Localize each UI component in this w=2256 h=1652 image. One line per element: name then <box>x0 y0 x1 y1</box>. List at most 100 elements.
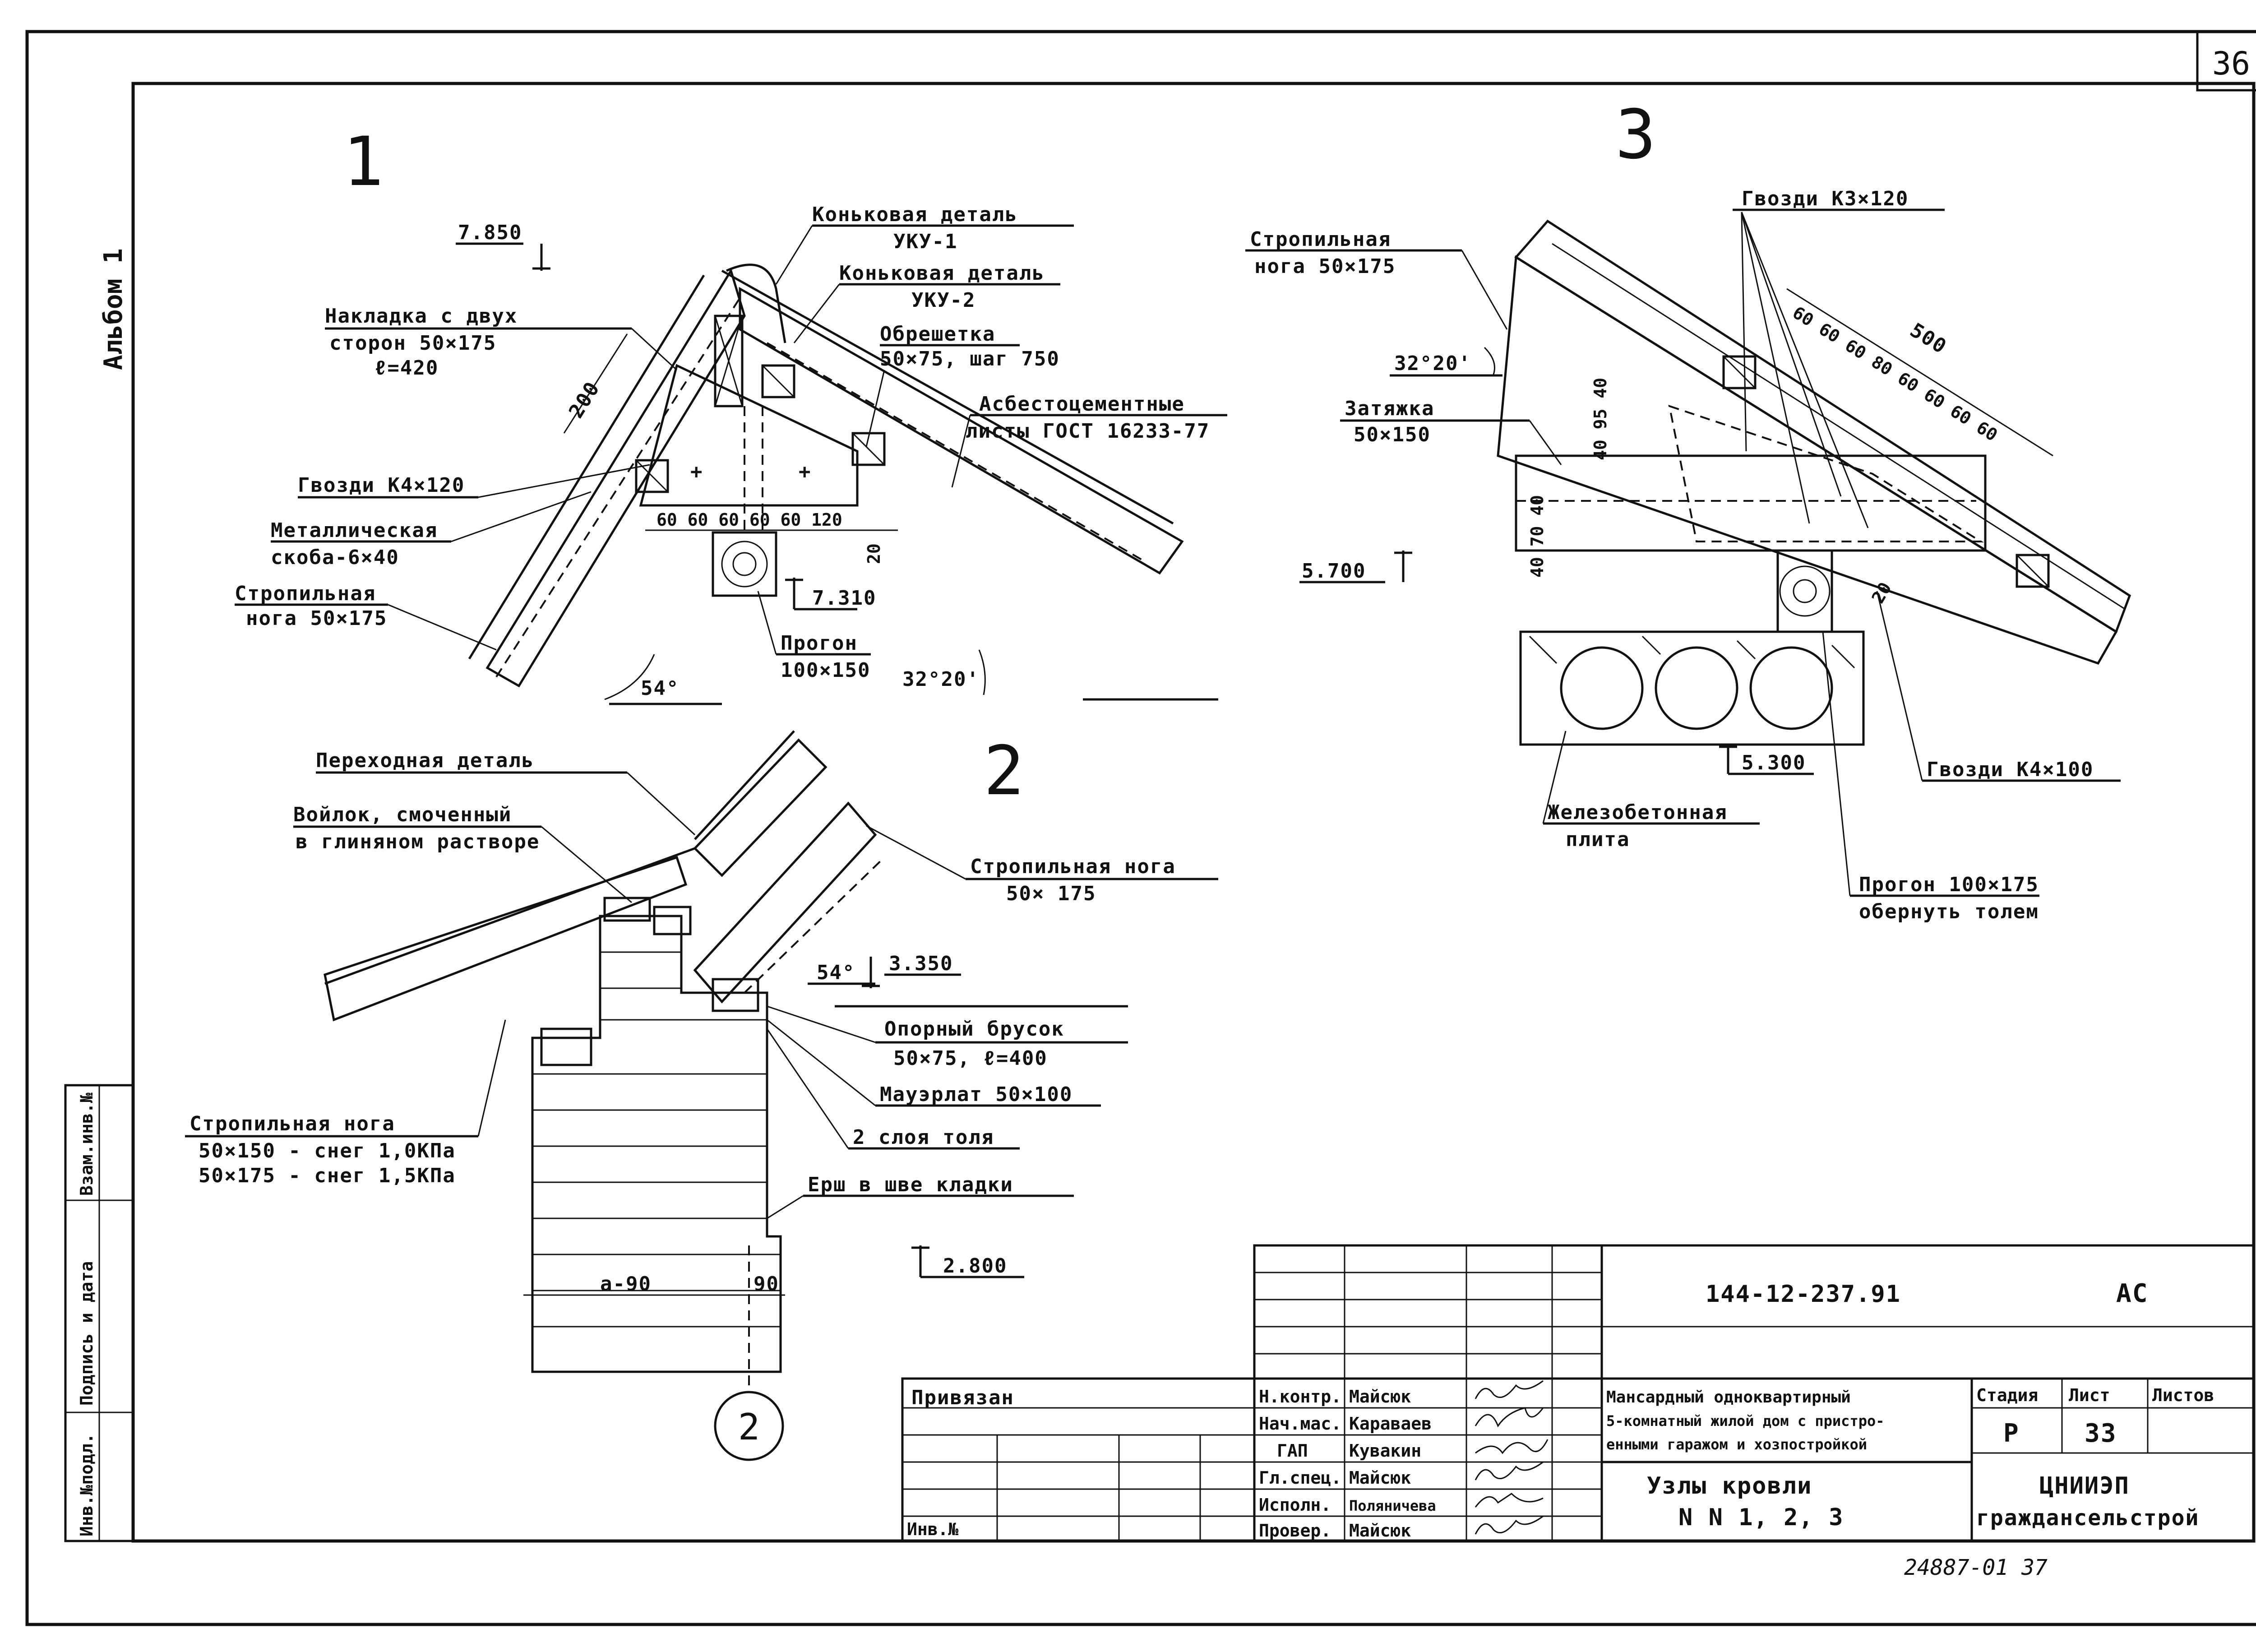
svg-text:N N 1, 2, 3: N N 1, 2, 3 <box>1678 1504 1844 1531</box>
lower-rafter <box>324 856 688 1022</box>
nails-label: Гвозди К4×120 <box>298 474 465 497</box>
purlin <box>712 531 777 597</box>
svg-text:листы ГОСТ 16233-77: листы ГОСТ 16233-77 <box>966 420 1210 443</box>
detail-3-number: 3 <box>1615 96 1656 174</box>
sheets-header: Листов <box>2152 1385 2214 1405</box>
mauerlat-label: Мауэрлат 50×100 <box>880 1083 1073 1106</box>
right-sheet <box>721 269 1174 525</box>
mark-5700: 5.700 <box>1302 560 1366 583</box>
mark-3350: 3.350 <box>889 952 953 975</box>
masonry-wall <box>531 915 782 1373</box>
tie-beam <box>1515 454 1987 552</box>
dim-90: 90 <box>754 1273 779 1296</box>
stage-value: Р <box>2003 1419 2020 1448</box>
tie-label: Затяжка <box>1345 397 1434 420</box>
svg-text:ℓ=420: ℓ=420 <box>374 356 439 379</box>
drawing-code: 144-12-237.91 <box>1706 1281 1901 1308</box>
concrete-slab <box>1519 630 1865 746</box>
svg-text:Караваев: Караваев <box>1349 1414 1432 1434</box>
svg-text:Гл.спец.: Гл.спец. <box>1259 1468 1341 1488</box>
detail-2-number: 2 <box>984 732 1024 810</box>
svg-text:+: + <box>690 460 703 483</box>
overlay-label: Накладка с двух <box>325 305 518 328</box>
svg-text:Провер.: Провер. <box>1259 1521 1331 1541</box>
bound-label: Привязан <box>911 1386 1014 1409</box>
detail-3: 3 Гвозди К3×120 500 60 60 60 80 60 60 60… <box>1245 96 2131 923</box>
svg-text:нога 50×175: нога 50×175 <box>246 607 387 630</box>
svg-text:Исполн.: Исполн. <box>1259 1495 1331 1515</box>
detail-1-number: 1 <box>343 123 384 201</box>
left-sheet <box>468 274 705 660</box>
svg-text:нога 50×175: нога 50×175 <box>1254 255 1396 278</box>
purlin-3 <box>1776 549 1833 633</box>
mark-7850: 7.850 <box>458 221 522 244</box>
purlin-label: Прогон <box>781 632 858 655</box>
svg-text:сторон 50×175: сторон 50×175 <box>329 332 496 355</box>
ridge2-label: Коньковая деталь <box>839 262 1045 285</box>
purlin-3-label: Прогон 100×175 <box>1859 873 2039 896</box>
svg-text:Кувакин: Кувакин <box>1349 1441 1421 1461</box>
nails-bottom-label: Гвозди К4×100 <box>1927 758 2094 781</box>
ridge2-code: УКУ-2 <box>911 289 975 312</box>
ridge-post <box>714 315 744 407</box>
sheet-header: Лист <box>2069 1385 2110 1405</box>
svg-text:в глиняном растворе: в глиняном растворе <box>296 830 540 853</box>
rafter-bottom-label: Стропильная нога <box>190 1112 395 1135</box>
tar-label: 2 слоя толя <box>853 1126 994 1149</box>
outer-frame <box>25 30 2256 1626</box>
svg-text:100×150: 100×150 <box>781 659 870 682</box>
side-stamp: Инв.№подл. Подпись и дата Взам.инв.№ <box>64 1084 134 1542</box>
dim-20: 20 <box>864 543 884 564</box>
signatures <box>1475 1380 1549 1535</box>
svg-text:50×75, шаг 750: 50×75, шаг 750 <box>880 347 1060 370</box>
felt-label: Войлок, смоченный <box>293 803 512 826</box>
left-rafter <box>485 268 746 688</box>
replacement-inv-label: Взам.инв.№ <box>77 1092 97 1196</box>
svg-text:Поляничева: Поляничева <box>1349 1497 1436 1514</box>
angle-54: 54° <box>641 677 679 700</box>
ridge-piece <box>726 264 786 343</box>
mark-7310: 7.310 <box>812 587 876 610</box>
svg-text:50×175 - снег 1,5КПа: 50×175 - снег 1,5КПа <box>199 1164 456 1187</box>
org-name: ЦНИИЭП <box>2039 1472 2130 1499</box>
svg-text:обернуть толем: обернуть толем <box>1859 900 2039 923</box>
sheets-label: Асбестоцементные <box>979 393 1185 416</box>
svg-text:Майсюк: Майсюк <box>1349 1468 1411 1488</box>
rafter-label: Стропильная <box>235 582 376 605</box>
svg-text:Н.контр.: Н.контр. <box>1259 1387 1341 1407</box>
svg-text:5-комнатный жилой дом с пристр: 5-комнатный жилой дом с пристро- <box>1606 1412 1885 1430</box>
dim-20-3: 20 <box>1868 579 1895 607</box>
overlay-plate <box>639 364 859 507</box>
dims-vert-2: 40 70 40 <box>1527 495 1547 578</box>
svg-text:енными гаражом и хозпостройкой: енными гаражом и хозпостройкой <box>1606 1436 1867 1453</box>
stage-header: Стадия <box>1976 1385 2038 1405</box>
axis-bubble <box>714 1391 784 1461</box>
ruff-label: Ерш в шве кладки <box>808 1173 1013 1196</box>
svg-text:50×75, ℓ=400: 50×75, ℓ=400 <box>893 1047 1048 1070</box>
svg-text:50×150: 50×150 <box>1354 423 1431 446</box>
svg-text:ГАП: ГАП <box>1277 1441 1308 1461</box>
bracket-label: Металлическая <box>271 519 438 542</box>
album-label: Альбом 1 <box>99 248 128 370</box>
ridge1-label: Коньковая деталь <box>812 203 1018 226</box>
sheet-number: 36 <box>2212 45 2250 82</box>
mark-5300: 5.300 <box>1742 751 1806 774</box>
upper-rafter <box>693 738 828 877</box>
nails-top-label: Гвозди К3×120 <box>1742 187 1909 210</box>
sheet-value: 33 <box>2085 1419 2117 1448</box>
ridge1-code: УКУ-1 <box>893 230 957 253</box>
dim-200: 200 <box>564 377 605 422</box>
svg-text:+: + <box>799 460 812 483</box>
sheet-title: Узлы кровли <box>1647 1472 1812 1499</box>
rafter-3 <box>1497 255 2118 665</box>
svg-text:Майсюк: Майсюк <box>1349 1387 1411 1407</box>
slab-label: Железобетонная <box>1548 801 1728 824</box>
project-title: Мансардный одноквартирный <box>1606 1388 1851 1407</box>
dims-row: 60 60 60 60 60 120 <box>656 510 842 530</box>
dim-a90: а-90 <box>600 1273 652 1296</box>
sheet-number-box <box>2196 30 2256 92</box>
detail-1: 1 ++ 7.850 Коньковая деталь УКУ-1 Коньк <box>235 123 1227 705</box>
footer-number: 24887-01 37 <box>1904 1555 2048 1580</box>
svg-text:плита: плита <box>1566 828 1630 851</box>
